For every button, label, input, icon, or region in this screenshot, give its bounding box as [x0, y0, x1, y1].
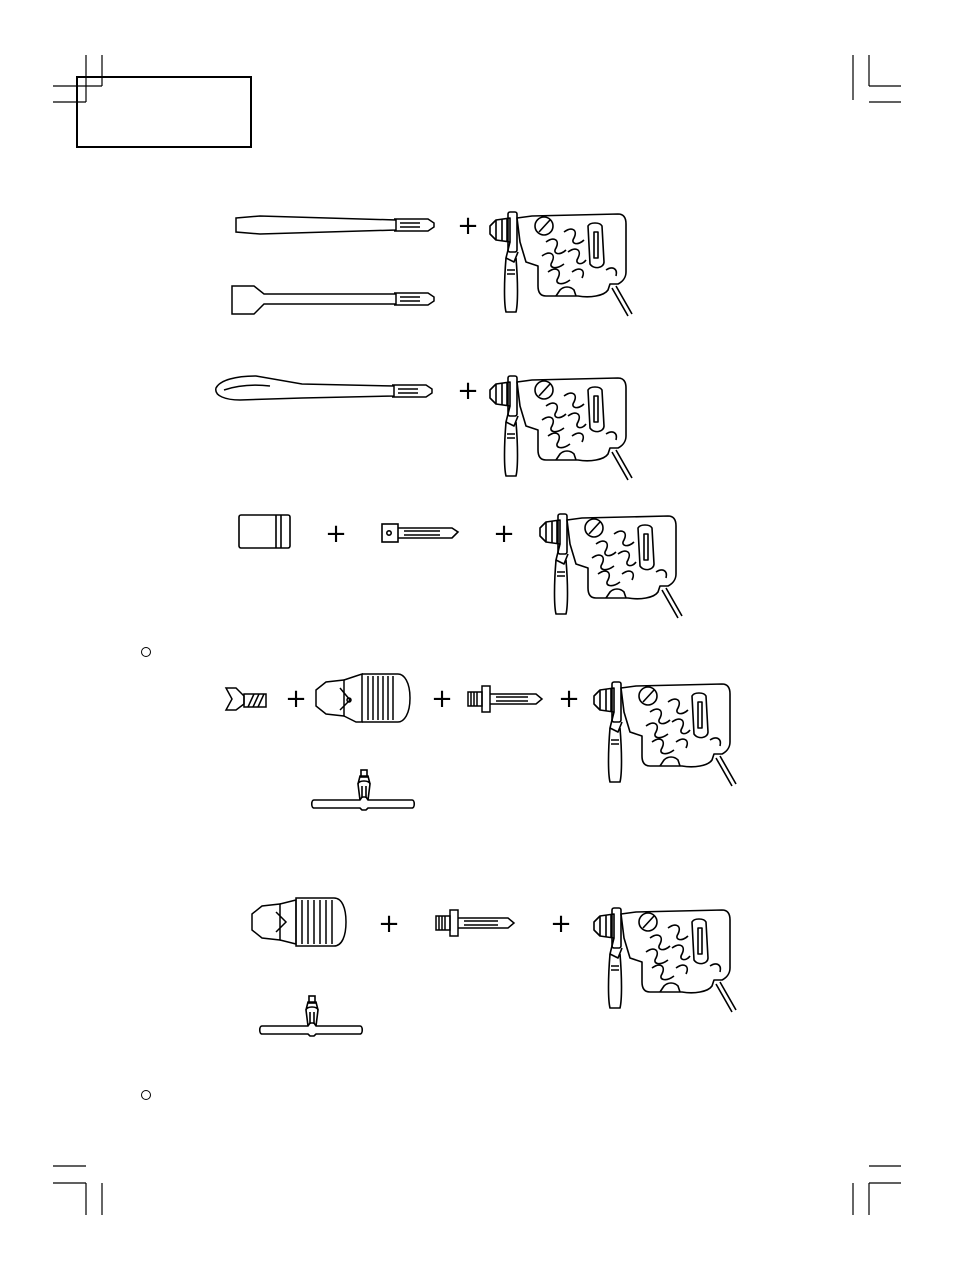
section-title-box [76, 76, 252, 148]
plus-sign-row4a: + [284, 686, 308, 712]
chuck-screw-drawing [226, 688, 266, 710]
plus-sign-row4b: + [430, 686, 454, 712]
plus-sign-row2: + [456, 378, 480, 404]
plus-sign-row3b: + [492, 521, 516, 547]
scraper-chisel-drawing [232, 286, 434, 314]
crop-marks-bottom-right [853, 1166, 901, 1215]
plus-sign-row1: + [456, 213, 480, 239]
crop-marks-bottom-left [53, 1166, 102, 1215]
keyless-chuck-drawing [252, 898, 346, 946]
plus-sign-row4c: + [557, 686, 581, 712]
chuck-adapter-drawing-2 [436, 910, 514, 936]
note-bullet-1 [141, 647, 151, 657]
core-bit-sleeve-drawing [239, 515, 290, 548]
note-bullet-2 [141, 1090, 151, 1100]
chuck-adapter-drawing-1 [468, 686, 542, 712]
rotary-hammer-3 [540, 514, 682, 618]
drill-chuck-drawing [316, 674, 410, 722]
plus-sign-row5a: + [377, 911, 401, 937]
rotary-hammer-2 [490, 376, 632, 480]
rotary-hammer-4 [594, 682, 736, 786]
gouge-chisel-drawing [216, 376, 432, 400]
plus-sign-row5b: + [549, 911, 573, 937]
taper-adapter-drawing [382, 524, 458, 542]
crop-marks-top-right [853, 55, 901, 102]
plus-sign-row3a: + [324, 521, 348, 547]
chuck-wrench-1 [312, 770, 415, 810]
flat-chisel-drawing [236, 216, 434, 234]
rotary-hammer-1 [490, 212, 632, 316]
rotary-hammer-5 [594, 908, 736, 1012]
chuck-wrench-2 [260, 996, 363, 1036]
